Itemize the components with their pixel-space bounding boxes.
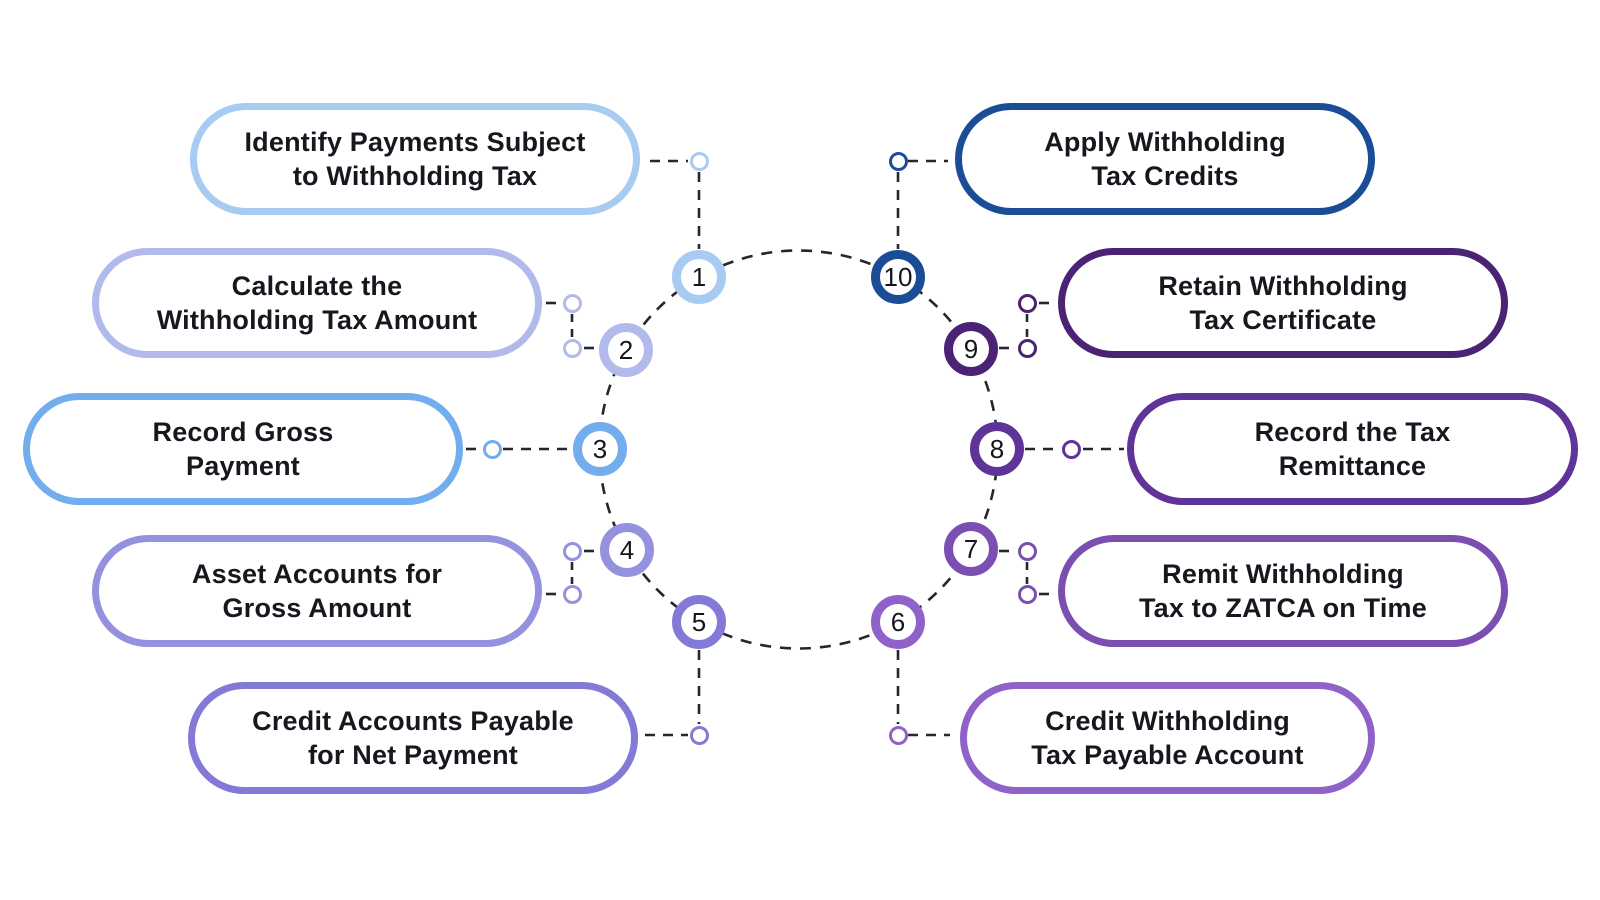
step-box-10-label: Apply Withholding Tax Credits — [1044, 127, 1286, 191]
connector-dot-step4-box — [563, 585, 582, 604]
connector-dot-step4-node — [563, 542, 582, 561]
step-box-4: Asset Accounts for Gross Amount — [92, 535, 542, 647]
step-box-7: Remit Withholding Tax to ZATCA on Time — [1058, 535, 1508, 647]
connector-dot-step7-node — [1018, 542, 1037, 561]
connector-dot-step1 — [690, 152, 709, 171]
connector-dot-step5 — [690, 726, 709, 745]
step-node-6: 6 — [871, 595, 925, 649]
step-box-8-label: Record the Tax Remittance — [1254, 417, 1451, 481]
step-node-7-number: 7 — [963, 533, 979, 564]
step-node-5-number: 5 — [691, 606, 707, 637]
step-node-10-number: 10 — [883, 261, 913, 292]
connector-dot-step9-box — [1018, 294, 1037, 313]
connector-dot-step9-node — [1018, 339, 1037, 358]
step-node-3-number: 3 — [592, 433, 608, 464]
step-node-3: 3 — [573, 422, 627, 476]
connector-dot-step3 — [483, 440, 502, 459]
step-box-9: Retain Withholding Tax Certificate — [1058, 248, 1508, 358]
step-box-9-label: Retain Withholding Tax Certificate — [1158, 271, 1408, 335]
step-box-5-label: Credit Accounts Payable for Net Payment — [252, 706, 574, 770]
step-node-10: 10 — [871, 250, 925, 304]
step-node-4: 4 — [600, 523, 654, 577]
dashed-circle — [598, 249, 999, 650]
step-box-3: Record Gross Payment — [23, 393, 463, 505]
step-node-8-number: 8 — [989, 433, 1005, 464]
step-node-2: 2 — [599, 323, 653, 377]
step-box-3-label: Record Gross Payment — [152, 417, 334, 481]
step-node-5: 5 — [672, 595, 726, 649]
step-box-6: Credit Withholding Tax Payable Account — [960, 682, 1375, 794]
step-node-9-number: 9 — [963, 333, 979, 364]
connector-dot-step6 — [889, 726, 908, 745]
step-node-9: 9 — [944, 322, 998, 376]
step-box-5: Credit Accounts Payable for Net Payment — [188, 682, 638, 794]
step-box-10: Apply Withholding Tax Credits — [955, 103, 1375, 215]
step-node-1: 1 — [672, 250, 726, 304]
step-node-1-number: 1 — [691, 261, 707, 292]
step-box-8: Record the Tax Remittance — [1127, 393, 1578, 505]
step-node-4-number: 4 — [619, 534, 635, 565]
step-node-8: 8 — [970, 422, 1024, 476]
connector-dot-step10 — [889, 152, 908, 171]
connector-dot-step7-box — [1018, 585, 1037, 604]
connector-dot-step2-node — [563, 339, 582, 358]
step-box-7-label: Remit Withholding Tax to ZATCA on Time — [1138, 559, 1427, 623]
connector-dot-step8 — [1062, 440, 1081, 459]
connector-dot-step2-box — [563, 294, 582, 313]
step-node-2-number: 2 — [618, 334, 634, 365]
step-box-1: Identify Payments Subject to Withholding… — [190, 103, 640, 215]
step-node-6-number: 6 — [890, 606, 906, 637]
step-box-1-label: Identify Payments Subject to Withholding… — [244, 127, 586, 191]
step-box-6-label: Credit Withholding Tax Payable Account — [1031, 706, 1304, 770]
step-box-2-label: Calculate the Withholding Tax Amount — [156, 271, 478, 335]
step-box-2: Calculate the Withholding Tax Amount — [92, 248, 542, 358]
step-box-4-label: Asset Accounts for Gross Amount — [191, 559, 443, 623]
step-node-7: 7 — [944, 522, 998, 576]
